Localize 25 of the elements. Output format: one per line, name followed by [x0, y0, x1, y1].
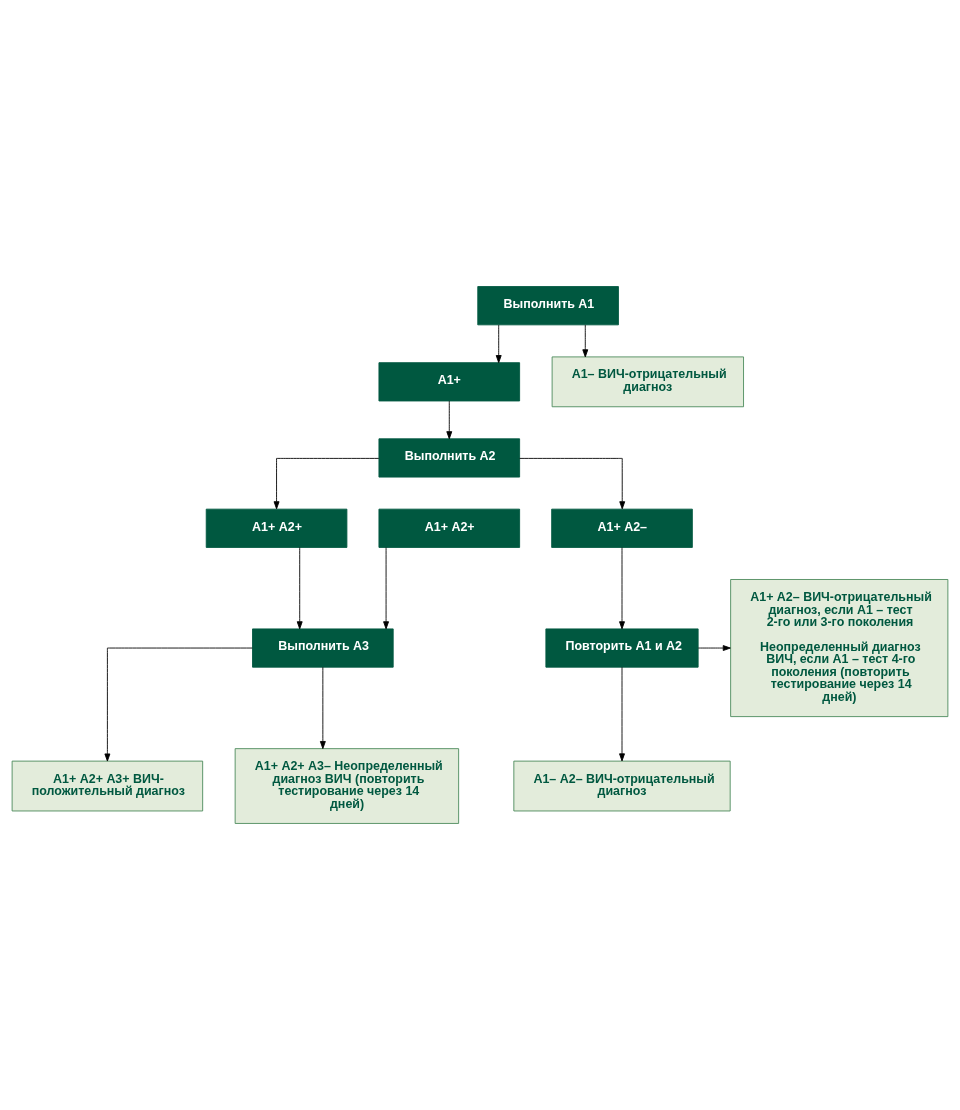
node-box: А1+ А2+ — [205, 508, 348, 548]
node-box: А1+ — [378, 362, 521, 402]
node-box: А1– А2– ВИЧ-отрицательный диагноз — [513, 760, 731, 812]
arrow — [104, 647, 253, 762]
node-box: А1+ А2+ А3+ ВИЧ-положительный диагноз — [11, 760, 204, 812]
node-box: Повторить А1 и А2 — [545, 628, 699, 668]
arrow — [582, 324, 589, 358]
node-box: А1– ВИЧ-отрицательный диагноз — [551, 356, 744, 408]
node-box: А1+ А2– ВИЧ-отрицательный диагноз, если А1 – тест 2-го или 3-го поколения Неопределенный диагноз ВИЧ, если А1 – тест 4-го поколения (повторить тестирование через 14 дней) — [730, 579, 949, 718]
arrow — [446, 400, 453, 440]
arrow — [383, 547, 389, 630]
node-box: Выполнить А3 — [252, 628, 394, 668]
node-box: А1+ А2+ — [378, 508, 521, 548]
arrow — [619, 666, 625, 762]
arrow — [619, 547, 625, 630]
arrow — [319, 666, 326, 750]
arrow — [495, 324, 502, 364]
arrow — [519, 457, 626, 510]
arrow — [697, 645, 731, 651]
node-box: Выполнить А1 — [477, 286, 619, 326]
node-box: А1+ А2+ А3– Неопределенный диагноз ВИЧ (повторить тестирование через 14 дней) — [234, 748, 460, 824]
arrow — [273, 457, 380, 510]
node-box: А1+ А2– — [551, 508, 693, 548]
node-box: Выполнить А2 — [378, 438, 521, 478]
arrow — [296, 547, 303, 630]
